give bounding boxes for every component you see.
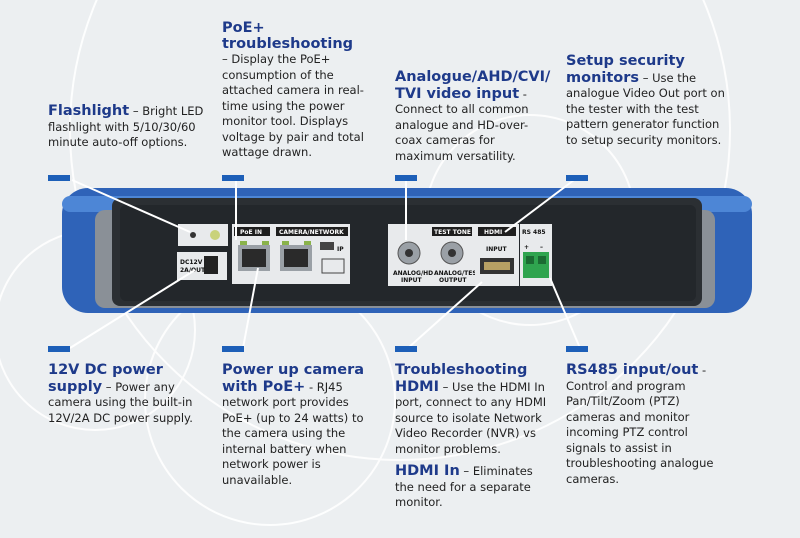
tester-device: DC12V 2A/OUT PoE IN CAMERA/NETWORK IP TE… — [62, 188, 752, 313]
rs485-label: RS 485 — [522, 229, 546, 236]
callout-heading: Setup security monitors — [566, 53, 685, 86]
callout-heading: Power up camera with PoE+ — [222, 362, 365, 395]
flashlight-icon — [210, 230, 220, 240]
poe-in-label: PoE IN — [240, 229, 262, 236]
callout-heading: RS485 input/out — [566, 362, 699, 378]
callout-heading-hdmi-in: HDMI In — [395, 463, 460, 479]
leader-lines — [69, 178, 581, 349]
callout-poe-troubleshooting: PoE+ troubleshooting – Display the PoE+ … — [222, 20, 372, 161]
callout-body: - Connect to all common analogue and HD-… — [395, 86, 529, 163]
ip-label: IP — [337, 246, 344, 253]
rs485-plus: + — [524, 244, 529, 251]
callout-flashlight: Flashlight – Bright LED flashlight with … — [48, 103, 213, 151]
callout-heading: Troubleshooting HDMI — [395, 362, 528, 395]
rs485-minus: – — [540, 244, 543, 251]
marker-dc — [48, 346, 70, 352]
analog-input-label-2: INPUT — [401, 277, 423, 284]
test-tone-label: TEST TONE — [434, 229, 471, 236]
callout-heading: Flashlight — [48, 103, 130, 119]
camera-icon — [320, 242, 334, 250]
callout-body-hdmi-in: – Eliminates the need for a separate mon… — [395, 464, 533, 509]
callout-body: – Power any camera using the built-in 12… — [48, 379, 193, 425]
marker-poe — [222, 175, 244, 181]
callout-body: – Display the PoE+ consumption of the at… — [222, 52, 364, 159]
hdmi-logo: HDMI — [484, 229, 502, 236]
callout-heading: 12V DC power supply — [48, 362, 163, 395]
marker-hdmi — [395, 346, 417, 352]
network-icon — [321, 258, 345, 274]
marker-power-up — [222, 346, 244, 352]
dc-label: DC12V — [180, 259, 203, 266]
analog-input-label: ANALOG/HD — [393, 270, 433, 277]
rs485-terminal — [523, 252, 549, 278]
flashlight-window — [178, 224, 228, 246]
analog-output-label: ANALOG/TEST — [434, 270, 482, 277]
marker-monitors — [566, 175, 588, 181]
callout-heading: Analogue/AHD/CVI/ TVI video input — [395, 69, 551, 102]
camera-network-label: CAMERA/NETWORK — [279, 229, 344, 236]
callout-dc-power: 12V DC power supply – Power any camera u… — [48, 362, 208, 426]
callout-rs485: RS485 input/out - Control and program Pa… — [566, 362, 716, 487]
callout-body: – Use the HDMI In port, connect to any H… — [395, 379, 547, 456]
hdmi-input-label: INPUT — [486, 246, 508, 253]
callout-troubleshooting-hdmi: Troubleshooting HDMI – Use the HDMI In p… — [395, 362, 555, 511]
marker-rs485 — [566, 346, 588, 352]
callout-video-input: Analogue/AHD/CVI/ TVI video input - Conn… — [395, 69, 555, 164]
callout-security-monitors: Setup security monitors – Use the analog… — [566, 53, 731, 148]
callout-body: - Control and program Pan/Tilt/Zoom (PTZ… — [566, 363, 714, 486]
analog-output-label-2: OUTPUT — [439, 277, 467, 284]
callout-heading: PoE+ troubleshooting — [222, 20, 354, 52]
marker-flashlight — [48, 175, 70, 181]
marker-video — [395, 175, 417, 181]
dc-port — [204, 256, 218, 274]
callout-power-up-camera: Power up camera with PoE+ - RJ45 network… — [222, 362, 370, 488]
callout-body: - RJ45 network port provides PoE+ (up to… — [222, 379, 364, 487]
callout-body: – Use the analogue Video Out port on the… — [566, 70, 725, 147]
callout-body: – Bright LED flashlight with 5/10/30/60 … — [48, 104, 204, 149]
